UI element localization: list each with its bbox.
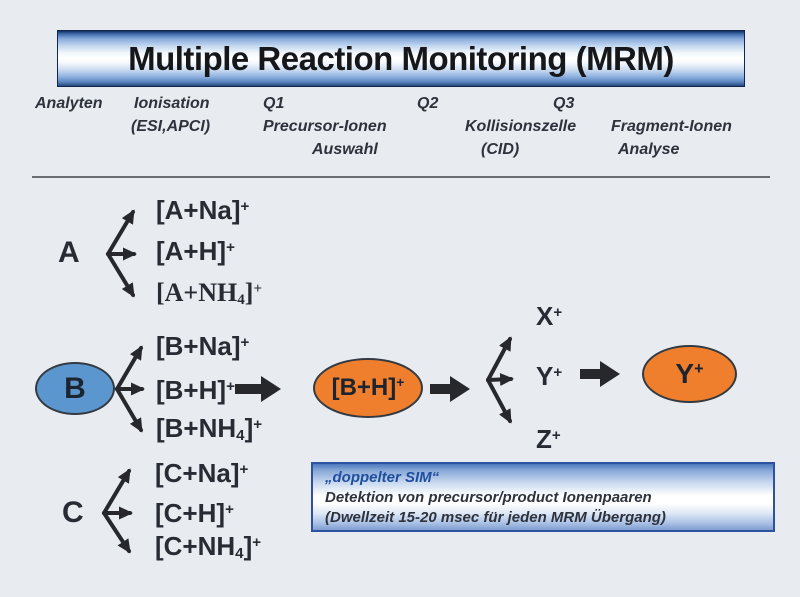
info-box-title: „doppelter SIM“: [325, 469, 440, 486]
header-fragment: Fragment-Ionen: [611, 118, 732, 135]
header-ionisation-sub: (ESI,APCI): [131, 118, 211, 135]
header-q3-line3: (CID): [481, 141, 520, 158]
header-ionisation: Ionisation: [134, 95, 210, 112]
block-arrow-q1: [235, 376, 281, 402]
ion-c-h: [C+H]+: [155, 498, 234, 528]
page-title: Multiple Reaction Monitoring (MRM): [128, 39, 674, 77]
title-bar: Multiple Reaction Monitoring (MRM): [57, 30, 745, 87]
ion-c-na: [C+Na]+: [155, 458, 249, 488]
fragment-z: Z+: [536, 424, 561, 454]
header-fragment-sub: Analyse: [618, 141, 680, 158]
info-box-line2: Detektion von precursor/product Ionenpaa…: [325, 489, 652, 506]
ion-b-nh4: [B+NH4]+: [156, 413, 263, 445]
precursor-ellipse: [B+H]+: [313, 358, 423, 418]
analyte-b-ellipse: B: [35, 362, 115, 415]
header-analyten: Analyten: [35, 95, 103, 112]
header-q1-line2: Precursor-Ionen: [263, 118, 387, 135]
info-box: „doppelter SIM“ Detektion von precursor/…: [311, 462, 775, 532]
ion-a-h: [A+H]+: [156, 236, 235, 266]
ion-b-h: [B+H]+: [156, 375, 235, 405]
info-box-line3: (Dwellzeit 15-20 msec für jeden MRM Über…: [325, 509, 666, 526]
precursor-label: [B+H]+: [331, 374, 405, 401]
header-q3: Q3: [553, 95, 575, 112]
block-arrow-q3: [580, 361, 620, 387]
ion-a-nh4: [A+NH4]+: [156, 278, 263, 309]
fork-c: [102, 468, 133, 554]
fragment-y: Y+: [536, 361, 563, 391]
header-q3-line2: Kollisionszelle: [465, 118, 577, 135]
fork-b: [115, 345, 145, 433]
fork-a: [106, 209, 137, 298]
header-q1: Q1: [263, 95, 285, 112]
header-q1-line3: Auswahl: [312, 141, 378, 158]
header-divider: [32, 176, 770, 178]
analyte-c-label: C: [62, 496, 84, 529]
analyte-b-label: B: [64, 371, 86, 405]
ion-c-nh4: [C+NH4]+: [155, 531, 262, 563]
header-q2: Q2: [417, 95, 439, 112]
fragment-x: X+: [536, 301, 563, 331]
fork-fragments: [486, 336, 514, 424]
block-arrow-q2: [430, 376, 470, 402]
ion-b-na: [B+Na]+: [156, 331, 250, 361]
analyte-a-label: A: [58, 236, 80, 269]
selected-fragment-ellipse: Y+: [642, 345, 737, 403]
ion-a-na: [A+Na]+: [156, 195, 250, 225]
selected-fragment-label: Y+: [675, 358, 704, 389]
